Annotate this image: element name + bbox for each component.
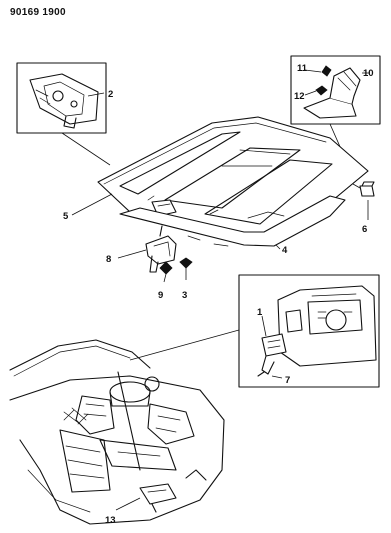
inset-hood-release [238, 274, 380, 388]
latch-cable-mount [139, 483, 177, 505]
hood-latch [117, 225, 193, 283]
inset-hood-striker [16, 62, 107, 134]
callout-1: 1 [257, 307, 263, 318]
callout-11: 11 [297, 63, 308, 74]
hood [97, 116, 369, 241]
hinge-bolt-11 [321, 65, 332, 77]
hood-outline [97, 116, 369, 241]
latch-bolt-3 [179, 257, 193, 269]
callout-12: 12 [294, 91, 305, 102]
hinge-arm [329, 67, 361, 105]
latch-nut-9 [159, 261, 173, 275]
callout-13: 13 [105, 515, 116, 526]
inset-frame [16, 62, 107, 134]
release-handle [261, 333, 287, 357]
striker-bracket [29, 73, 99, 125]
callout-4: 4 [282, 245, 288, 256]
hood-prop-rod [117, 371, 141, 471]
callout-10: 10 [363, 68, 374, 79]
latch-body [145, 235, 177, 265]
inset-frame [290, 55, 381, 125]
callout-3: 3 [182, 290, 187, 301]
callout-6: 6 [362, 224, 367, 235]
engine-bay-view [9, 339, 225, 525]
inset-frame [238, 274, 380, 388]
callout-2: 2 [108, 89, 113, 100]
callout-5: 5 [63, 211, 69, 222]
fender-outline [9, 375, 225, 525]
document-id: 90169 1900 [10, 7, 66, 18]
callout-9: 9 [158, 290, 163, 301]
hood-bumper [352, 181, 375, 220]
hinge-base [303, 97, 357, 119]
callout-7: 7 [285, 375, 290, 386]
open-hood-edge [9, 339, 151, 371]
hinge-nut-12 [315, 85, 328, 96]
insulation-panel [119, 195, 346, 247]
callout-8: 8 [106, 254, 111, 265]
hood-insulation [119, 195, 346, 247]
air-cleaner [109, 381, 151, 403]
inset-hood-hinge [290, 55, 381, 125]
